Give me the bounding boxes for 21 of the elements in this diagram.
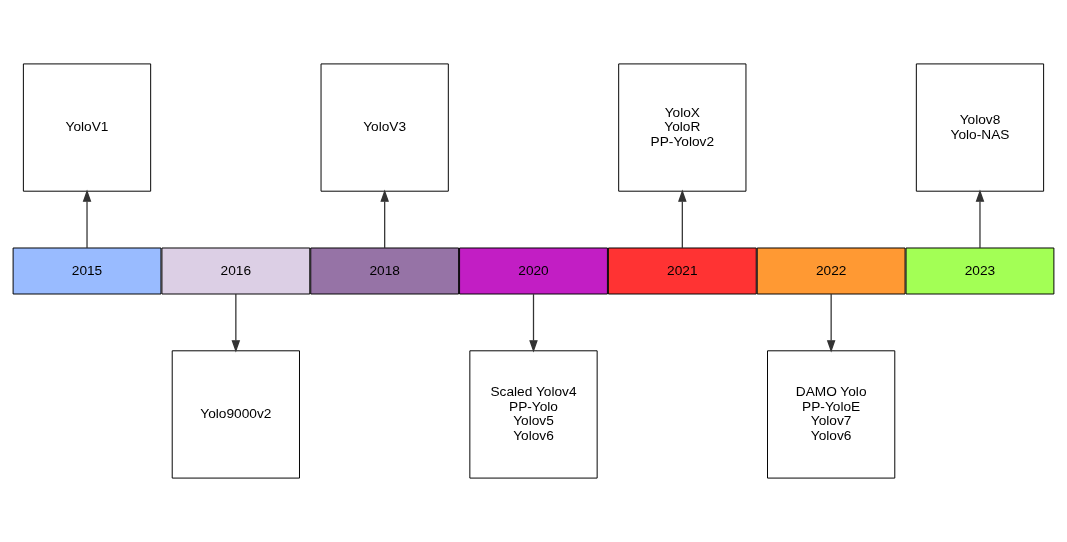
node-box: Yolo9000v2 (171, 350, 300, 479)
node-box: YoloV1 (22, 63, 152, 192)
node-box: 2020 (459, 247, 608, 295)
arrow (529, 293, 538, 353)
node-box: 2022 (756, 247, 906, 295)
node-box: 2021 (607, 247, 757, 295)
arrow (380, 189, 389, 249)
node-box: 2015 (12, 247, 162, 295)
node-box: Yolov8 Yolo-NAS (915, 63, 1045, 192)
arrow (826, 293, 836, 353)
arrow (678, 189, 687, 249)
node-box: DAMO Yolo PP-YoloE Yolov7 Yolov6 (767, 350, 896, 479)
node-box: 2023 (905, 247, 1055, 295)
arrow (82, 189, 92, 249)
node-box: Scaled Yolov4 PP-Yolo Yolov5 Yolov6 (469, 350, 598, 479)
node-box: 2016 (161, 247, 311, 295)
node-box: 2018 (310, 247, 460, 295)
node-box: YoloX YoloR PP-Yolov2 (618, 63, 747, 192)
arrow (231, 293, 241, 353)
arrow (975, 189, 985, 249)
node-box: YoloV3 (320, 63, 449, 192)
